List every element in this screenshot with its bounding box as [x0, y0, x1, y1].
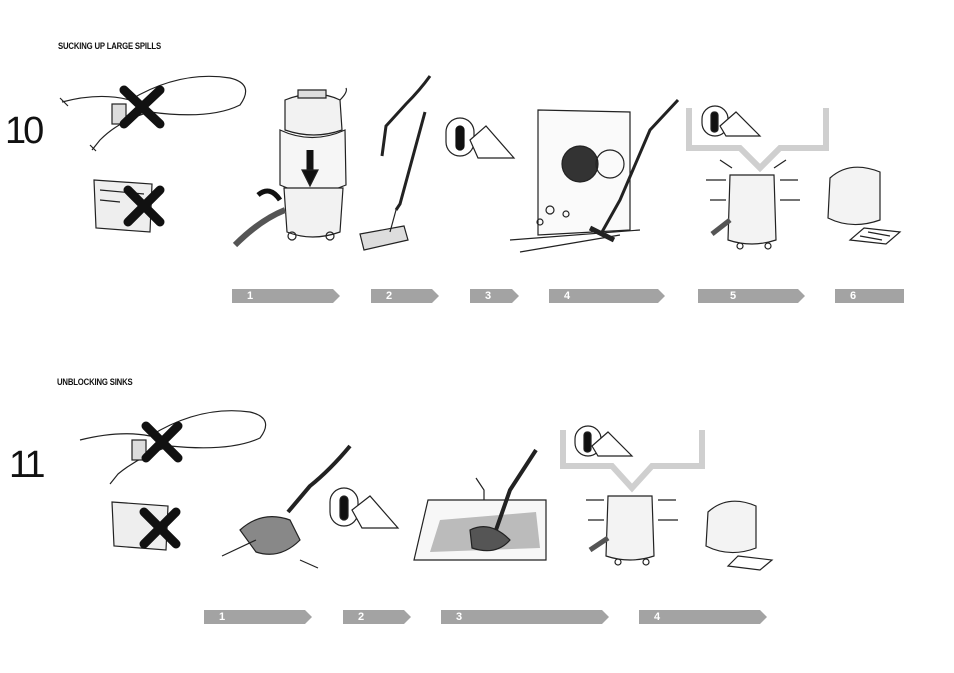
section-10-number: 10 [5, 110, 44, 152]
bag-illustration [93, 179, 153, 233]
highlight-frame-10 [686, 108, 829, 173]
step-label: 2 [386, 290, 393, 302]
vacuum-step5 [706, 159, 800, 250]
no-bag-cross-icon [123, 185, 165, 227]
step-label: 3 [456, 611, 463, 623]
step-label: 4 [654, 611, 661, 623]
section-11-heading: UNBLOCKING SINKS [57, 377, 133, 387]
press-button-icon-11 [329, 487, 400, 529]
step-label: 3 [485, 290, 492, 302]
no-bag-cross-icon-11 [139, 507, 181, 549]
section-10-heading: SUCKING UP LARGE SPILLS [58, 41, 161, 51]
step-bar-10-5: 5 [698, 289, 805, 303]
step-bar-11-1: 1 [204, 610, 312, 624]
step-bar-10-3: 3 [470, 289, 519, 303]
vacuum-step4-11 [586, 495, 678, 566]
sink-step3 [413, 448, 547, 561]
step-bar-11-4: 4 [639, 610, 767, 624]
step-label: 2 [358, 611, 365, 623]
step-label: 1 [247, 290, 254, 302]
step-bar-10-1: 1 [232, 289, 340, 303]
wand-step2 [359, 75, 432, 251]
step-bar-11-3: 3 [441, 610, 609, 624]
step-label: 4 [564, 290, 571, 302]
step-label: 5 [730, 290, 737, 302]
empty-tank-illustration-11 [705, 500, 774, 571]
step-label: 1 [219, 611, 226, 623]
highlight-frame-11 [560, 430, 705, 493]
step-bar-10-2: 2 [371, 289, 439, 303]
step-bar-10-4: 4 [549, 289, 665, 303]
no-filter-cross-icon [119, 85, 165, 129]
press-icon-step5 [701, 105, 762, 137]
press-button-icon [445, 117, 516, 159]
hands-hose-step1 [221, 444, 352, 569]
section-11-number: 11 [9, 444, 45, 486]
step-bar-11-2: 2 [343, 610, 411, 624]
empty-tank-illustration-10 [827, 166, 902, 245]
no-filter-cross-icon-11 [141, 421, 183, 463]
vacuum-step1 [232, 87, 347, 248]
washing-machine-step4 [509, 98, 680, 253]
step-label: 6 [850, 290, 857, 302]
step-bar-10-6: 6 [835, 289, 904, 303]
press-icon-step4-11 [574, 425, 634, 457]
